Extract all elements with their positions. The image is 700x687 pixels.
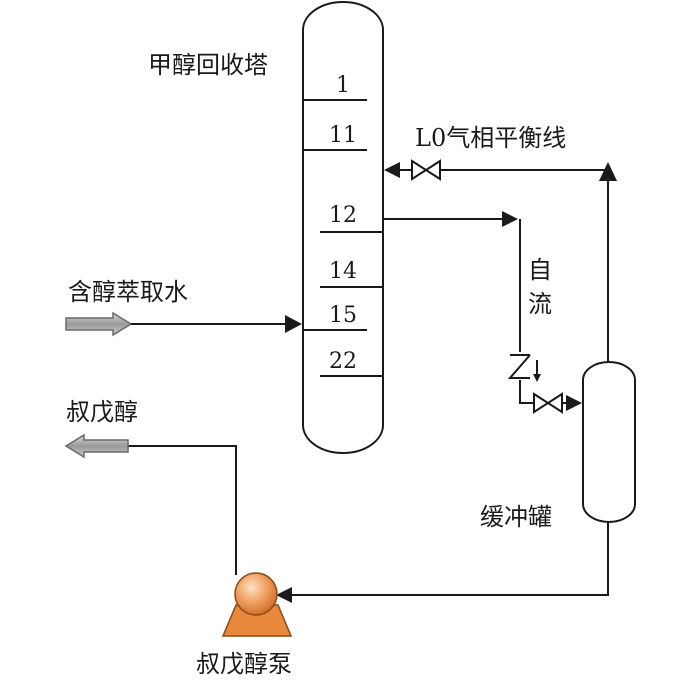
side-draw-arrowhead	[502, 211, 518, 227]
product-label: 叔戊醇	[66, 398, 138, 426]
tank-inlet-valve	[533, 392, 563, 414]
extract-water-label: 含醇萃取水	[68, 278, 188, 306]
pump-label: 叔戊醇泵	[196, 650, 292, 678]
extract-water-feed-arrowhead	[285, 315, 302, 333]
tray-number-12: 12	[329, 203, 357, 228]
tray-number-22: 22	[329, 349, 357, 374]
tray-number-15: 15	[329, 303, 357, 328]
vapor-line-column-arrowhead	[384, 162, 400, 178]
check-valve	[507, 354, 538, 379]
vapor-balance-line	[395, 169, 609, 362]
vapor-line-valve	[411, 159, 441, 181]
buffer-tank	[582, 361, 636, 523]
pump-inlet-arrowhead	[276, 587, 292, 603]
vapor-line-label: L0气相平衡线	[415, 124, 566, 152]
pump-body	[234, 572, 278, 616]
buffer-tank-label: 缓冲罐	[480, 503, 552, 531]
product-outlet-arrow	[64, 433, 129, 459]
tray-number-14: 14	[329, 259, 357, 284]
column-label: 甲醇回收塔	[148, 51, 268, 79]
gravity-flow-label-1: 自	[528, 256, 552, 284]
vapor-line-up-arrowhead	[599, 162, 617, 181]
tray-number-1: 1	[336, 73, 350, 98]
gravity-flow-label-2: 流	[528, 290, 552, 318]
check-valve-arrowhead	[533, 374, 541, 382]
product-line	[128, 445, 237, 575]
tray-number-11: 11	[329, 123, 357, 148]
pump	[221, 572, 293, 637]
tank-inlet-arrowhead	[566, 395, 582, 411]
methanol-recovery-column	[302, 1, 384, 454]
tank-to-pump-line	[290, 522, 609, 596]
extract-water-feed-arrow	[65, 311, 133, 337]
